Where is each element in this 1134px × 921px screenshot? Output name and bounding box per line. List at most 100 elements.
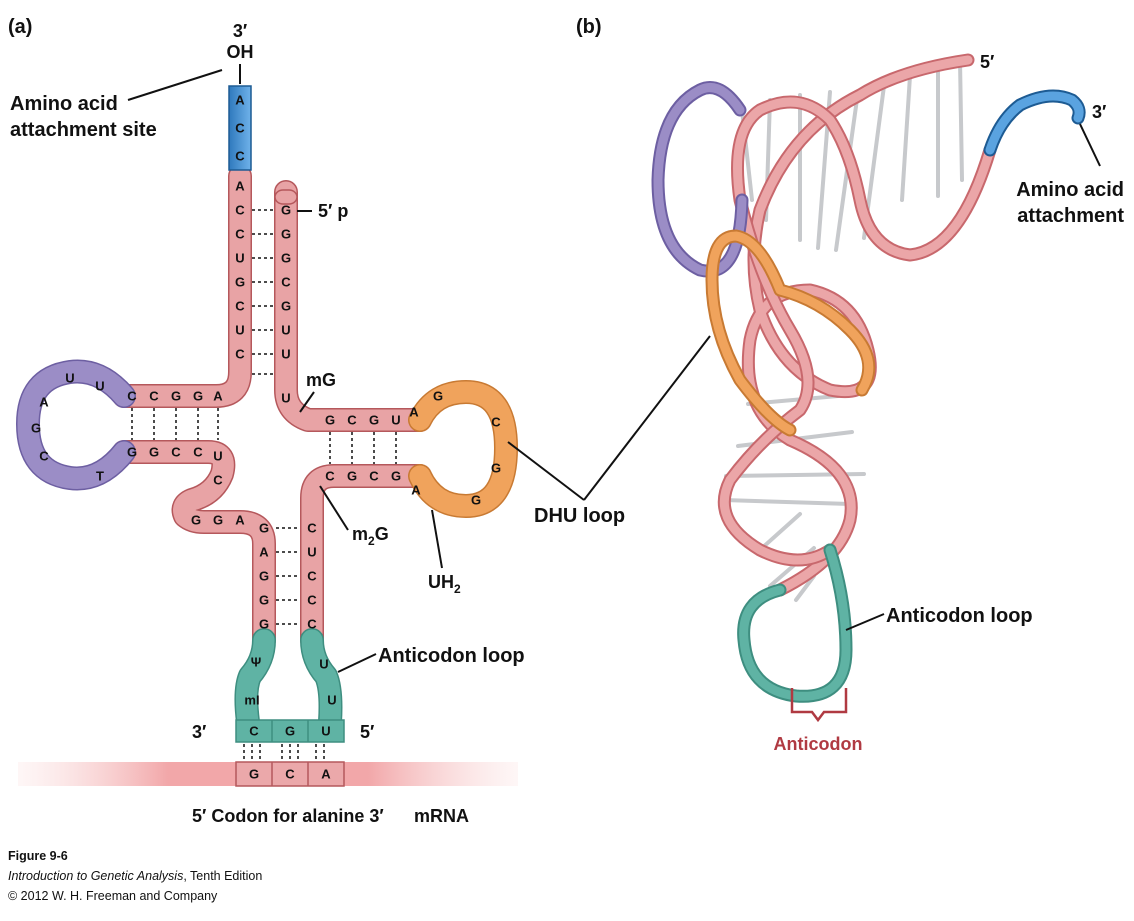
trna-5-prime-label: 5′ p bbox=[318, 201, 348, 221]
nucleotide-arm-right-bottom-3: G bbox=[391, 469, 401, 484]
nucleotide-arm-right-bottom-0: C bbox=[325, 469, 335, 484]
nucleotide-anticodon-1: G bbox=[285, 724, 295, 739]
nucleotide-ac-loop-0: Ψ bbox=[251, 655, 262, 670]
nucleotide-left-loop-3: G bbox=[31, 421, 41, 436]
anticodon-loop-label-b: Anticodon loop bbox=[886, 605, 1033, 627]
panel-b-amino-label-line2: attachment bbox=[1017, 205, 1124, 227]
nucleotide-ac-stem-right-2: C bbox=[307, 569, 317, 584]
tertiary-backbone bbox=[651, 53, 1086, 703]
nucleotide-acceptor-left-5: C bbox=[235, 299, 245, 314]
base-pair-dashes bbox=[131, 209, 397, 762]
nucleotide-arm-left-top-1: C bbox=[149, 389, 159, 404]
panel-b-amino-label-line1: Amino acid bbox=[1016, 179, 1124, 201]
nucleotide-ac-stem-right-0: C bbox=[307, 521, 317, 536]
anticodon-bracket bbox=[790, 688, 848, 723]
figure-number: Figure 9-6 bbox=[8, 849, 68, 863]
panel-a: (a) 3′ OH Amino acid attachment site bbox=[8, 16, 711, 826]
acceptor-tail-bar bbox=[228, 85, 252, 171]
nucleotide-arm-left-bottom-2: C bbox=[171, 445, 181, 460]
nucleotide-ac-stem-right-3: C bbox=[307, 593, 317, 608]
nucleotide-acceptor-left-6: U bbox=[235, 323, 244, 338]
codon-caption: 5′ Codon for alanine 3′ bbox=[192, 806, 384, 826]
nucleotide-junction-0: C bbox=[213, 473, 223, 488]
copyright: © 2012 W. H. Freeman and Company bbox=[8, 889, 218, 903]
nucleotide-acceptor-right-1: G bbox=[281, 227, 291, 242]
nucleotide-ac-stem-left-0: G bbox=[259, 521, 269, 536]
amino-acid-attachment-site-label-line2: attachment site bbox=[10, 119, 157, 141]
nucleotide-acceptor-right-6: U bbox=[281, 347, 290, 362]
nucleotide-acceptor-left-7: C bbox=[235, 347, 245, 362]
nucleotide-left-loop-4: C bbox=[39, 449, 49, 464]
anticodon-box bbox=[235, 719, 345, 743]
nucleotide-arm-right-bottom-1: G bbox=[347, 469, 357, 484]
panel-b: (b) bbox=[576, 16, 1124, 754]
nucleotide-ac-stem-right-4: C bbox=[307, 617, 317, 632]
nucleotide-arm-right-bottom-2: C bbox=[369, 469, 379, 484]
mrna-label: mRNA bbox=[414, 806, 469, 826]
nucleotide-codon-0: G bbox=[249, 767, 259, 782]
mg-label: mG bbox=[306, 370, 336, 390]
nucleotide-acceptor-right-4: G bbox=[281, 299, 291, 314]
nucleotide-acceptor-left-0: A bbox=[235, 179, 245, 194]
nucleotide-acceptor-right-7: U bbox=[281, 391, 290, 406]
book-title: Introduction to Genetic Analysis bbox=[8, 869, 184, 883]
codon-box bbox=[235, 761, 345, 787]
nucleotide-arm-left-bottom-3: C bbox=[193, 445, 203, 460]
nucleotide-arm-left-top-3: G bbox=[193, 389, 203, 404]
nucleotide-acceptor-left-4: G bbox=[235, 275, 245, 290]
nucleotide-right-loop-3: G bbox=[491, 461, 501, 476]
nucleotide-acceptor-right-2: G bbox=[281, 251, 291, 266]
nucleotide-ac-loop-3: U bbox=[327, 693, 336, 708]
nucleotide-right-loop-1: G bbox=[433, 389, 443, 404]
trna-3-end-label: 3′ bbox=[192, 722, 206, 742]
nucleotide-arm-right-top-2: G bbox=[369, 413, 379, 428]
nucleotide-arm-left-bottom-1: G bbox=[149, 445, 159, 460]
nucleotide-arm-left-top-0: C bbox=[127, 389, 137, 404]
trna-5-end-label: 5′ bbox=[360, 722, 374, 742]
nucleotide-right-loop-0: A bbox=[409, 405, 419, 420]
nucleotide-ac-stem-left-2: G bbox=[259, 569, 269, 584]
nucleotide-left-loop-1: U bbox=[65, 371, 74, 386]
nucleotide-arm-left-top-4: A bbox=[213, 389, 223, 404]
trna-backbone bbox=[16, 164, 518, 734]
book-credit: Introduction to Genetic Analysis, Tenth … bbox=[8, 868, 262, 884]
panel-b-5-prime-label: 5′ bbox=[980, 52, 994, 72]
nucleotide-right-loop-4: G bbox=[471, 493, 481, 508]
amino-acid-attachment-site-label-line1: Amino acid bbox=[10, 93, 118, 115]
panel-b-3-prime-label: 3′ bbox=[1092, 102, 1106, 122]
nucleotide-left-loop-0: A bbox=[39, 395, 49, 410]
trna-3-oh-label: OH bbox=[227, 42, 254, 62]
book-edition: , Tenth Edition bbox=[183, 869, 263, 883]
nucleotide-arm-right-top-0: G bbox=[325, 413, 335, 428]
panel-a-label: (a) bbox=[8, 16, 32, 38]
nucleotide-ac-stem-left-3: G bbox=[259, 593, 269, 608]
nucleotide-arm-left-top-2: G bbox=[171, 389, 181, 404]
nucleotide-junction-2: G bbox=[213, 513, 223, 528]
anticodon-label: Anticodon bbox=[774, 734, 863, 754]
nucleotide-codon-2: A bbox=[321, 767, 331, 782]
panel-b-label: (b) bbox=[576, 16, 602, 38]
dhu-loop-label: DHU loop bbox=[534, 505, 625, 527]
nucleotide-left-loop-2: U bbox=[95, 379, 104, 394]
nucleotide-arm-right-top-3: U bbox=[391, 413, 400, 428]
nucleotide-acceptor-right-3: C bbox=[281, 275, 291, 290]
nucleotide-arm-left-bottom-0: G bbox=[127, 445, 137, 460]
nucleotide-ac-stem-right-1: U bbox=[307, 545, 316, 560]
uh2-label: UH2 bbox=[428, 572, 461, 596]
nucleotide-acceptor-tail-2: C bbox=[235, 149, 245, 164]
nucleotide-acceptor-right-5: U bbox=[281, 323, 290, 338]
nucleotide-junction-1: G bbox=[191, 513, 201, 528]
nucleotide-arm-left-bottom-4: U bbox=[213, 449, 222, 464]
nucleotide-acceptor-left-1: C bbox=[235, 203, 245, 218]
nucleotide-junction-3: A bbox=[235, 513, 245, 528]
nucleotide-right-loop-5: A bbox=[411, 483, 421, 498]
nucleotide-ac-stem-left-4: G bbox=[259, 617, 269, 632]
nucleotide-acceptor-left-3: U bbox=[235, 251, 244, 266]
nucleotide-acceptor-right-0: G bbox=[281, 203, 291, 218]
nucleotide-left-loop-5: T bbox=[96, 469, 104, 484]
nucleotide-codon-1: C bbox=[285, 767, 295, 782]
nucleotide-ac-loop-2: U bbox=[319, 657, 328, 672]
nucleotide-anticodon-2: U bbox=[321, 724, 330, 739]
